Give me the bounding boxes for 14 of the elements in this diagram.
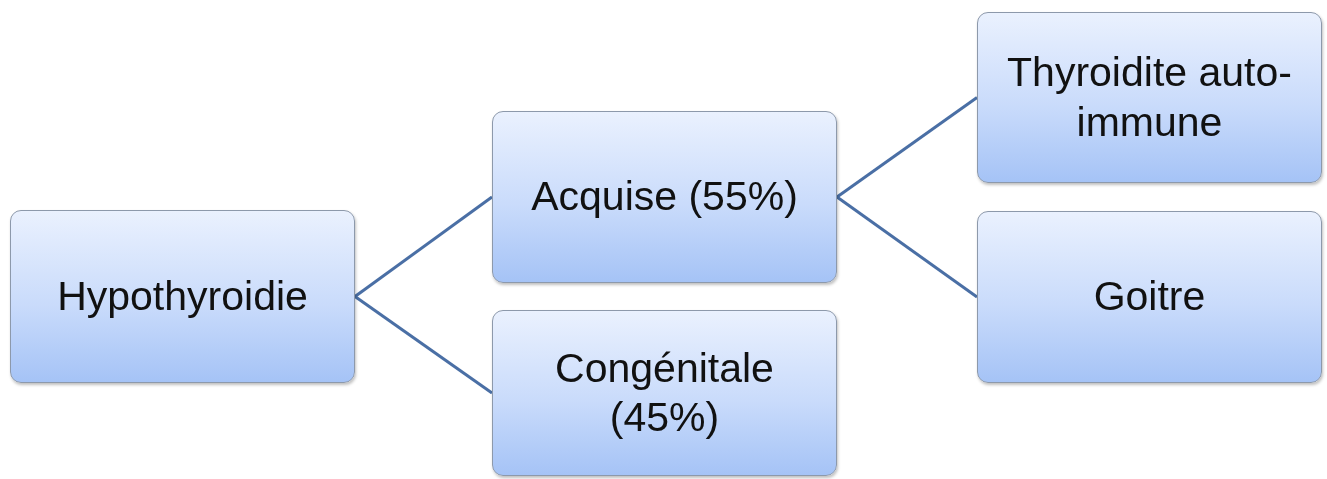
- category-box: [10, 210, 355, 383]
- box-label: Thyroidite auto-immune: [1006, 48, 1293, 147]
- category-box: [977, 211, 1322, 383]
- box-label: Congénitale (45%): [554, 343, 775, 442]
- category-box: [492, 111, 837, 283]
- box-label: Goitre: [1093, 272, 1206, 322]
- box-label: Hypothyroidie: [57, 271, 308, 321]
- category-box: [977, 12, 1322, 183]
- category-box: [492, 310, 837, 476]
- connector-line: [836, 96, 978, 199]
- connector-line: [354, 295, 493, 395]
- connector-line: [836, 195, 978, 299]
- connector-line: [354, 195, 493, 298]
- box-label: Acquise (55%): [531, 172, 798, 222]
